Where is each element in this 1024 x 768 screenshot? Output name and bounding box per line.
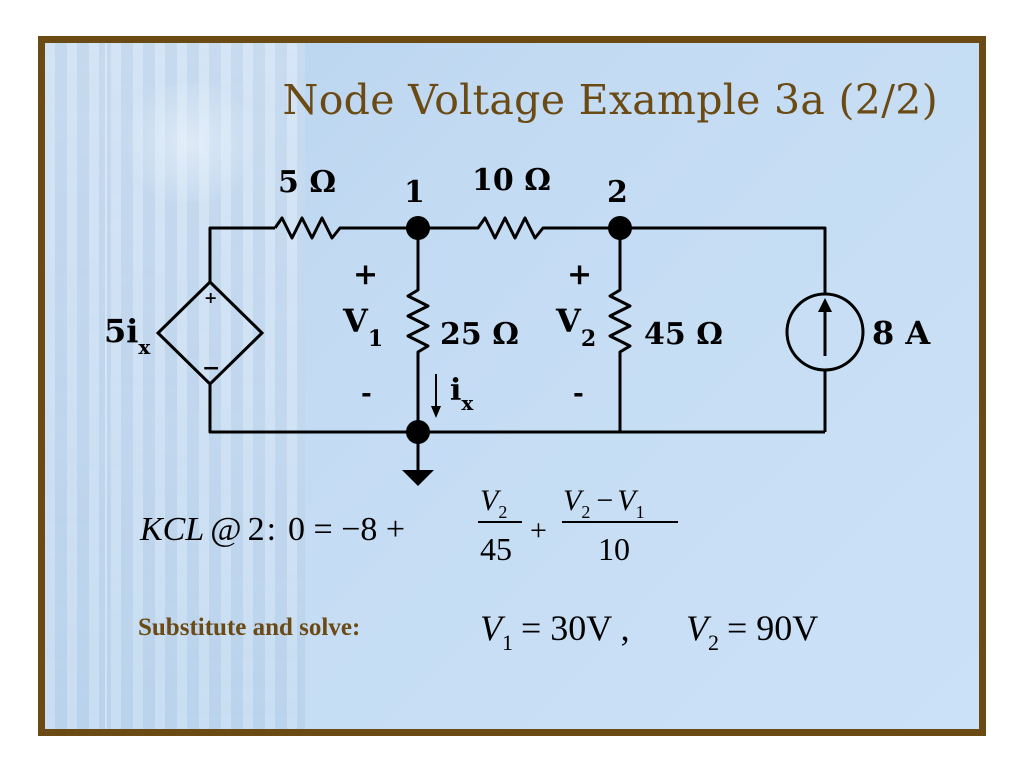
solution-v1: V1= 30V , — [480, 608, 630, 655]
fraction-1-numerator: V2 — [480, 484, 507, 522]
slide-title: Node Voltage Example 3a (2/2) — [282, 76, 938, 124]
current-source — [785, 292, 865, 372]
dep-source-minus: − — [202, 355, 220, 381]
node-2-dot — [608, 216, 632, 240]
node-1-label: 1 — [404, 175, 425, 210]
fraction-2-numerator: V2−V1 — [563, 484, 645, 522]
fraction-1-denominator: 45 — [480, 531, 512, 567]
ground-icon — [402, 470, 434, 486]
current-source-arrowhead — [818, 298, 832, 312]
dep-source-label: 5ix — [104, 312, 151, 359]
kcl-equation-lhs: KCL@2:0 = −8 + — [139, 511, 405, 548]
v2-minus: - — [573, 379, 584, 409]
v2-plus: + — [567, 257, 592, 292]
decorative-line — [105, 43, 107, 729]
ground-node-dot — [406, 420, 430, 444]
node-1-dot — [406, 216, 430, 240]
v1-plus: + — [353, 257, 378, 292]
column-background-decoration — [45, 43, 305, 729]
resistor-25-label: 25 Ω — [440, 317, 519, 352]
resistor-5-ohm — [273, 216, 418, 240]
resistor-45-label: 45 Ω — [644, 317, 723, 352]
resistor-10-ohm — [418, 216, 620, 240]
v1-label: V1 — [342, 302, 383, 352]
current-source-label: 8 A — [872, 314, 931, 352]
wire-top-left — [208, 226, 275, 282]
slide-frame — [38, 36, 986, 736]
ix-label: ix — [450, 373, 474, 415]
node-2-label: 2 — [607, 175, 628, 210]
v2-label: V2 — [555, 302, 596, 352]
resistor-10-label: 10 Ω — [472, 163, 551, 198]
resistor-5-label: 5 Ω — [278, 165, 336, 200]
wire-bottom — [208, 384, 825, 434]
wire-top-right — [620, 226, 827, 294]
resistor-25-ohm — [406, 228, 430, 432]
dep-source-plus: + — [204, 288, 217, 307]
resistor-45-ohm — [608, 228, 632, 432]
ix-arrowhead — [431, 406, 441, 418]
fraction-plus: + — [530, 514, 547, 547]
solution-v2: V2= 90V — [686, 608, 818, 655]
substitute-and-solve-label: Substitute and solve: — [138, 614, 361, 641]
fraction-2-denominator: 10 — [598, 531, 630, 567]
v1-minus: - — [361, 379, 372, 409]
dependent-voltage-source — [155, 279, 265, 387]
